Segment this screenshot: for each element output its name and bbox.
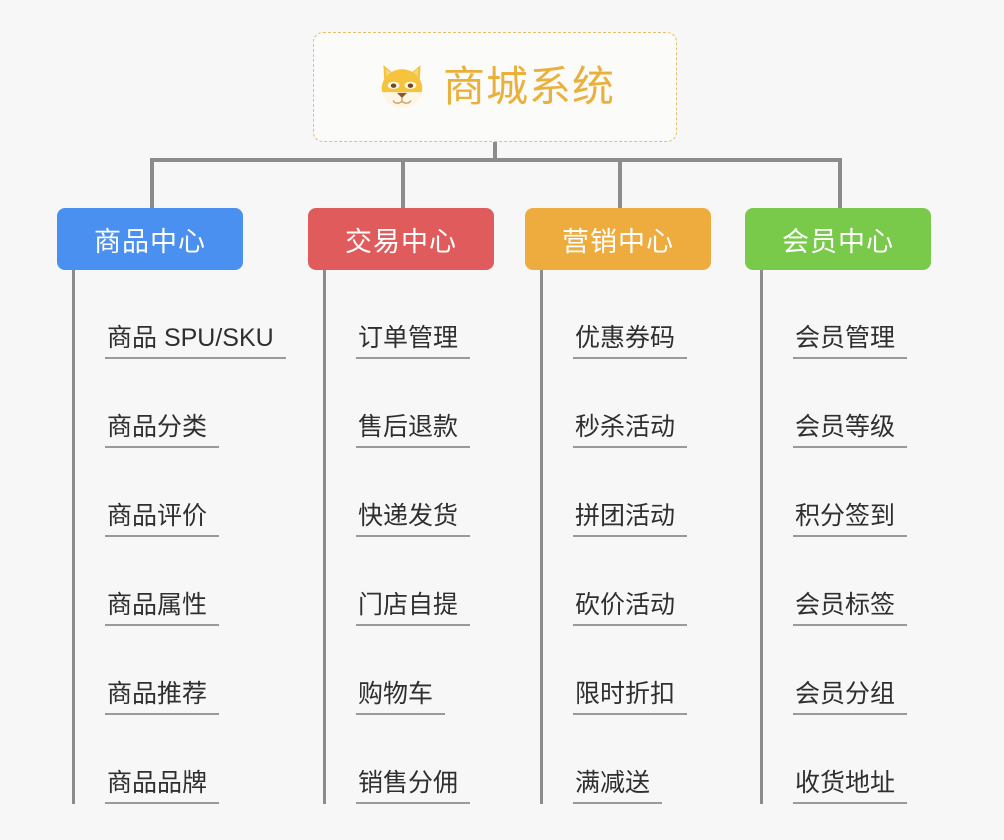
list-item[interactable]: 会员等级 bbox=[763, 359, 931, 448]
list-item-label: 拼团活动 bbox=[573, 502, 688, 537]
list-item-label: 会员等级 bbox=[793, 413, 908, 448]
list-item[interactable]: 限时折扣 bbox=[543, 626, 711, 715]
branch-header-1[interactable]: 交易中心 bbox=[308, 208, 494, 270]
connector-drop-0 bbox=[150, 158, 154, 208]
branch-header-3[interactable]: 会员中心 bbox=[745, 208, 931, 270]
list-item-label: 商品推荐 bbox=[105, 680, 220, 715]
list-item-label: 秒杀活动 bbox=[573, 413, 688, 448]
branch-column-3: 会员中心 会员管理 会员等级 积分签到 会员标签 会员分组 收货地址 bbox=[745, 208, 931, 804]
list-item[interactable]: 商品评价 bbox=[75, 448, 286, 537]
list-item-label: 积分签到 bbox=[793, 502, 908, 537]
list-item[interactable]: 秒杀活动 bbox=[543, 359, 711, 448]
list-item-label: 销售分佣 bbox=[356, 769, 471, 804]
list-item-label: 优惠券码 bbox=[573, 324, 688, 359]
list-item-label: 快递发货 bbox=[356, 502, 471, 537]
shiba-inu-icon bbox=[381, 65, 423, 109]
branch-column-1: 交易中心 订单管理 售后退款 快递发货 门店自提 购物车 销售分佣 bbox=[308, 208, 494, 804]
list-item[interactable]: 拼团活动 bbox=[543, 448, 711, 537]
list-item-label: 会员管理 bbox=[793, 324, 908, 359]
connector-root-stem bbox=[493, 142, 497, 162]
list-item[interactable]: 商品属性 bbox=[75, 537, 286, 626]
list-item-label: 售后退款 bbox=[356, 413, 471, 448]
list-item-label: 砍价活动 bbox=[573, 591, 688, 626]
list-item[interactable]: 订单管理 bbox=[326, 270, 494, 359]
list-item-label: 限时折扣 bbox=[573, 680, 688, 715]
list-item[interactable]: 砍价活动 bbox=[543, 537, 711, 626]
list-item[interactable]: 售后退款 bbox=[326, 359, 494, 448]
list-item-label: 商品分类 bbox=[105, 413, 220, 448]
list-item[interactable]: 会员管理 bbox=[763, 270, 931, 359]
list-item-label: 满减送 bbox=[573, 769, 663, 804]
list-item-label: 收货地址 bbox=[793, 769, 908, 804]
list-item[interactable]: 商品 SPU/SKU bbox=[75, 270, 286, 359]
list-item[interactable]: 会员分组 bbox=[763, 626, 931, 715]
connector-drop-3 bbox=[838, 158, 842, 208]
list-item[interactable]: 会员标签 bbox=[763, 537, 931, 626]
list-item-label: 会员分组 bbox=[793, 680, 908, 715]
list-item-label: 商品 SPU/SKU bbox=[105, 324, 286, 359]
list-item-label: 门店自提 bbox=[356, 591, 471, 626]
list-item[interactable]: 销售分佣 bbox=[326, 715, 494, 804]
list-item[interactable]: 优惠券码 bbox=[543, 270, 711, 359]
connector-drop-2 bbox=[618, 158, 622, 208]
list-item[interactable]: 快递发货 bbox=[326, 448, 494, 537]
list-item-label: 商品属性 bbox=[105, 591, 220, 626]
branch-header-2[interactable]: 营销中心 bbox=[525, 208, 711, 270]
connector-bus bbox=[150, 158, 842, 162]
list-item[interactable]: 商品品牌 bbox=[75, 715, 286, 804]
branch-header-0[interactable]: 商品中心 bbox=[57, 208, 243, 270]
list-item-label: 会员标签 bbox=[793, 591, 908, 626]
list-item-label: 商品评价 bbox=[105, 502, 220, 537]
list-item[interactable]: 门店自提 bbox=[326, 537, 494, 626]
branch-children-1: 订单管理 售后退款 快递发货 门店自提 购物车 销售分佣 bbox=[323, 270, 494, 804]
branch-children-0: 商品 SPU/SKU 商品分类 商品评价 商品属性 商品推荐 商品品牌 bbox=[72, 270, 286, 804]
root-node[interactable]: 商城系统 bbox=[313, 32, 677, 142]
list-item-label: 购物车 bbox=[356, 680, 446, 715]
root-title: 商城系统 bbox=[442, 63, 615, 110]
list-item[interactable]: 收货地址 bbox=[763, 715, 931, 804]
list-item[interactable]: 积分签到 bbox=[763, 448, 931, 537]
branch-column-2: 营销中心 优惠券码 秒杀活动 拼团活动 砍价活动 限时折扣 满减送 bbox=[525, 208, 711, 804]
connector-drop-1 bbox=[401, 158, 405, 208]
list-item[interactable]: 购物车 bbox=[326, 626, 494, 715]
list-item-label: 订单管理 bbox=[356, 324, 471, 359]
list-item[interactable]: 商品推荐 bbox=[75, 626, 286, 715]
list-item[interactable]: 满减送 bbox=[543, 715, 711, 804]
list-item-label: 商品品牌 bbox=[105, 769, 220, 804]
branch-children-3: 会员管理 会员等级 积分签到 会员标签 会员分组 收货地址 bbox=[760, 270, 931, 804]
branch-column-0: 商品中心 商品 SPU/SKU 商品分类 商品评价 商品属性 商品推荐 商品品牌 bbox=[57, 208, 286, 804]
branch-children-2: 优惠券码 秒杀活动 拼团活动 砍价活动 限时折扣 满减送 bbox=[540, 270, 711, 804]
list-item[interactable]: 商品分类 bbox=[75, 359, 286, 448]
